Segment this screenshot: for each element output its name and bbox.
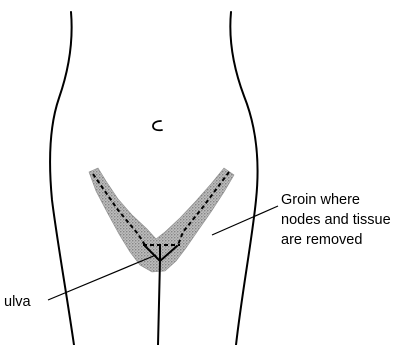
groin-label-line-1: Groin where [281,192,360,208]
groin-label-line-3: are removed [281,232,362,248]
vulva-label: ulva [4,294,32,310]
left-torso-edge [50,12,74,345]
groin-leader-line [212,206,278,235]
groin-label-line-2: nodes and tissue [281,212,391,228]
groin-shaded-region [89,168,234,272]
right-torso-edge [230,12,257,345]
navel-icon [153,121,162,130]
